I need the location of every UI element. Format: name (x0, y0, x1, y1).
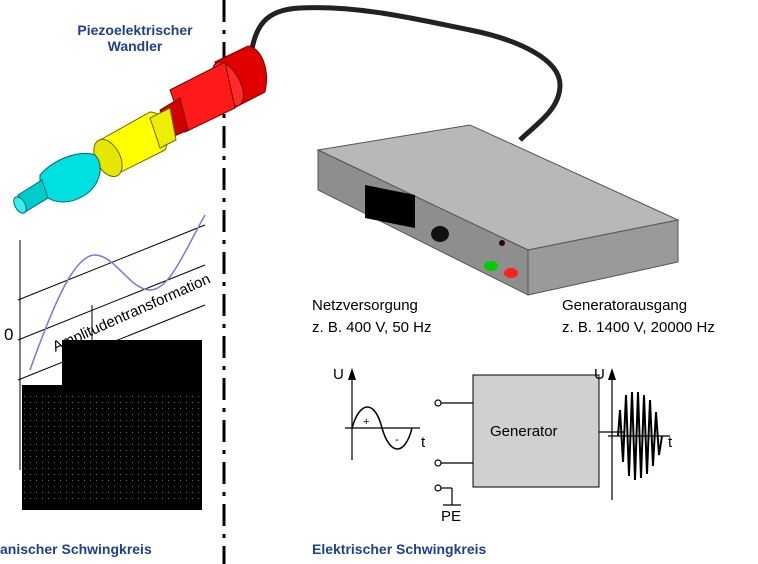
piezo-transducer (159, 45, 267, 139)
wiring (434, 399, 624, 506)
input-sine-plot (345, 368, 420, 460)
green-led (484, 261, 498, 271)
u-label-left: U (333, 366, 344, 383)
generator-label: Generator (490, 423, 558, 440)
output-label: Generatorausgang (562, 297, 688, 314)
generator-device (316, 124, 680, 296)
dot-pattern (24, 392, 200, 504)
output-wave-plot (608, 368, 670, 500)
t-label-right: t (668, 434, 673, 451)
u-label-right: U (594, 366, 605, 383)
red-led (504, 268, 518, 278)
sonotrode (13, 153, 101, 214)
pe-label: PE (441, 508, 462, 525)
cable (247, 5, 563, 142)
output-value: z. B. 1400 V, 20000 Hz (562, 319, 715, 336)
booster (93, 107, 177, 178)
minus-sign: - (395, 434, 399, 446)
elec-caption: Elektrischer Schwingkreis (312, 541, 487, 557)
mech-caption: anischer Schwingkreis (0, 541, 152, 557)
mains-label: Netzversorgung (312, 297, 418, 314)
transducer-label-line2: Wandler (107, 38, 163, 54)
mains-value: z. B. 400 V, 50 Hz (312, 319, 432, 336)
plus-sign: + (363, 416, 370, 428)
transducer-label: Piezoelektrischer Wandler (60, 22, 210, 54)
generator-box (472, 374, 600, 488)
curve-zero: 0 (4, 325, 14, 344)
t-label-left: t (421, 434, 426, 451)
transducer-label-line1: Piezoelektrischer (77, 22, 193, 38)
